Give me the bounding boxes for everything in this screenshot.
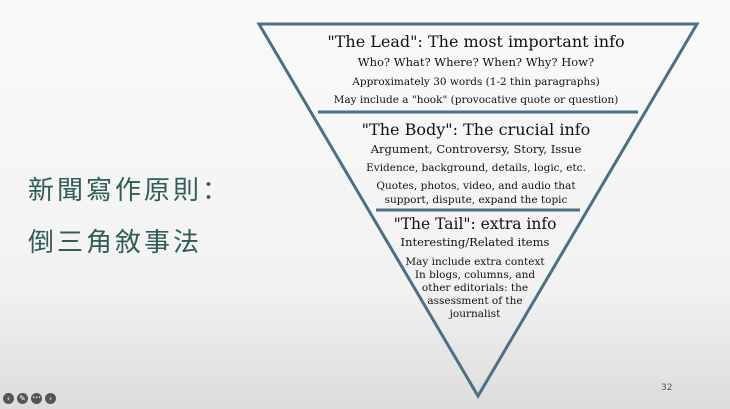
lead-line: May include a "hook" (provocative quote …: [334, 94, 619, 106]
previous-arrow-icon[interactable]: ‹: [3, 393, 14, 404]
slide-title-line-2: 倒三角敘事法: [28, 228, 203, 258]
pyramid-outline: [256, 22, 700, 399]
body-line: support, dispute, expand the topic: [385, 194, 568, 206]
tail-heading: "The Tail": extra info: [394, 215, 557, 233]
pen-tool-icon[interactable]: ✎: [17, 393, 28, 404]
lead-heading: "The Lead": The most important info: [327, 32, 624, 51]
tail-line: journalist: [448, 308, 501, 320]
tail-line: May include extra context: [405, 256, 545, 268]
tail-line: In blogs, columns, and: [415, 269, 536, 281]
next-arrow-icon[interactable]: ›: [45, 393, 56, 404]
body-line: Argument, Controversy, Story, Issue: [370, 142, 582, 156]
more-options-icon[interactable]: •••: [31, 393, 42, 404]
body-heading: "The Body": The crucial info: [362, 120, 591, 139]
slide-number: 32: [661, 383, 673, 393]
body-line: Evidence, background, details, logic, et…: [366, 162, 586, 174]
slide-title-line-1: 新聞寫作原則：: [28, 176, 232, 206]
tail-line: Interesting/Related items: [401, 235, 550, 249]
lead-line: Approximately 30 words (1-2 thin paragra…: [351, 76, 599, 88]
lead-line: Who? What? Where? When? Why? How?: [358, 55, 594, 69]
presentation-toolbar: ‹ ✎ ••• ›: [3, 393, 56, 404]
tail-line: assessment of the: [427, 295, 522, 307]
body-line: Quotes, photos, video, and audio that: [376, 180, 576, 192]
tail-line: other editorials: the: [422, 282, 528, 294]
